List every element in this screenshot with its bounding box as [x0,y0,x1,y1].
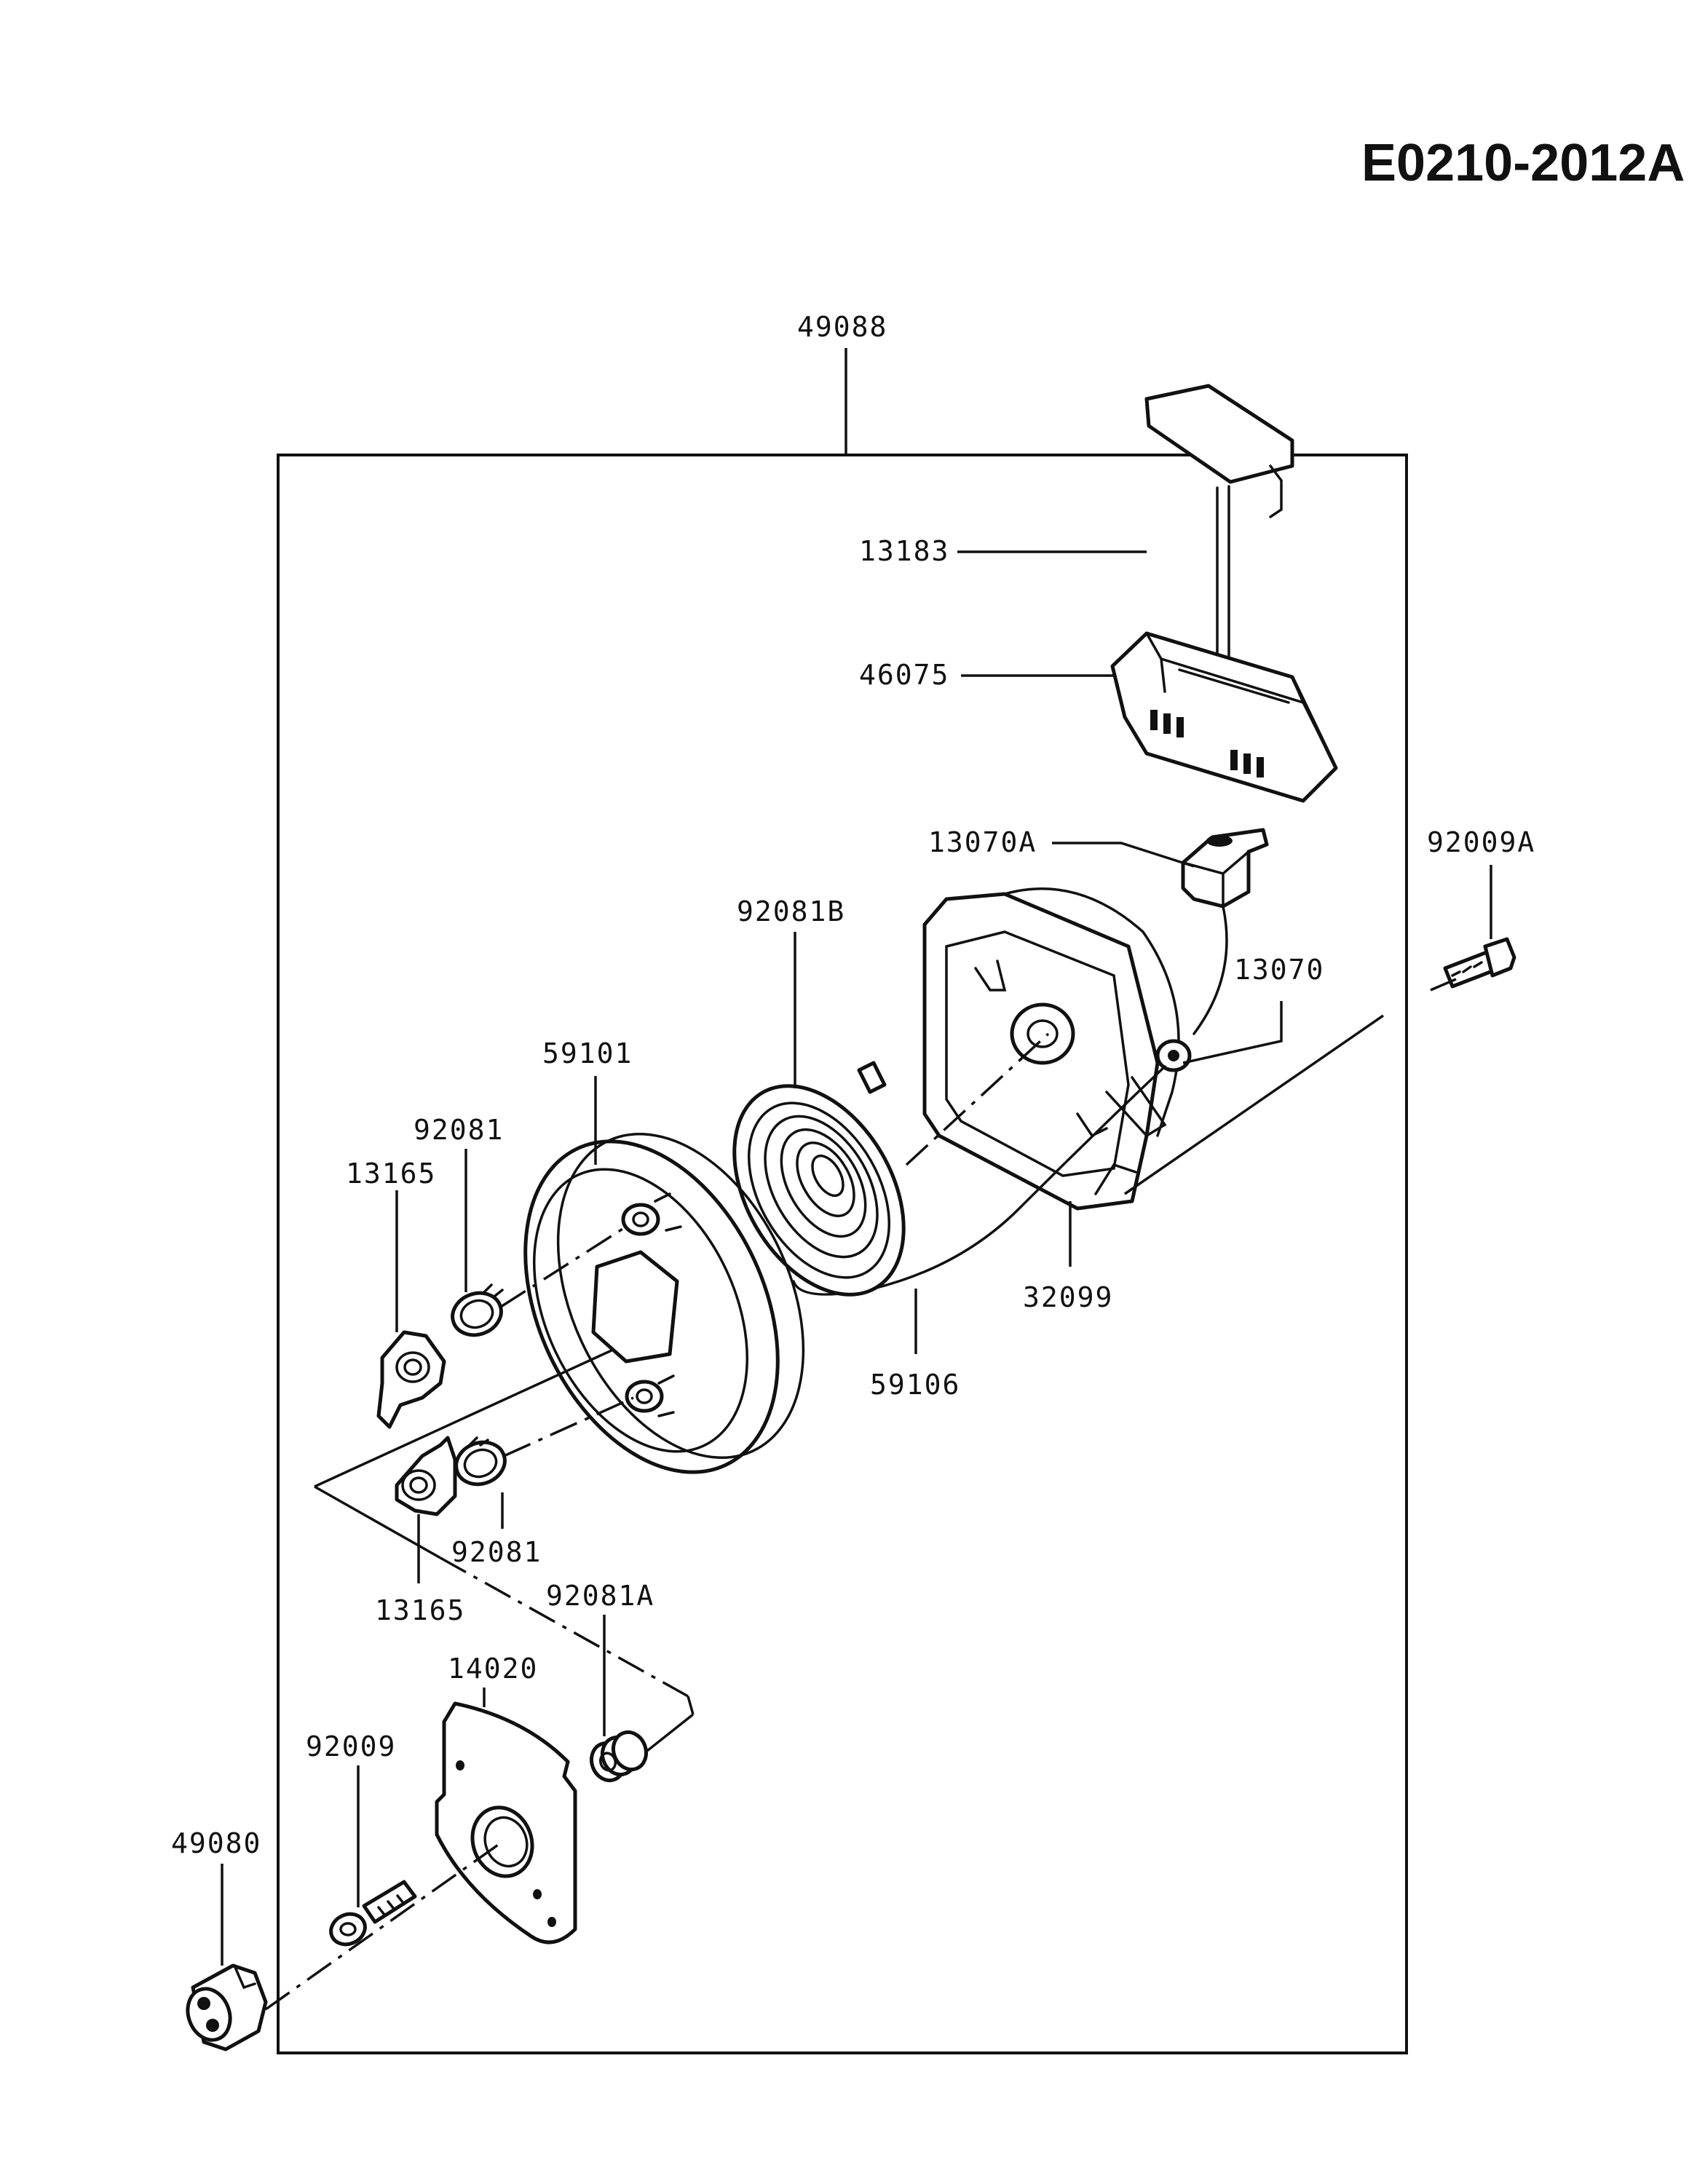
label-spiral-spring: 92081B [737,895,845,927]
label-rope-guide-a: 13070A [928,826,1037,858]
spring-a-part [589,1730,649,1783]
assembly-frame [277,454,1408,2054]
label-rope-guide: 13070 [1234,954,1324,986]
reel-part [523,1133,805,1474]
pawl-2-part [395,1436,457,1516]
leader-rope-guide [1182,1001,1283,1064]
label-pulley: 49080 [171,1827,261,1859]
label-reel: 59101 [542,1037,633,1069]
label-assembly: 49088 [797,311,887,343]
label-bolt: 92009 [306,1730,396,1762]
label-pawl-spring-2: 92081 [451,1536,542,1568]
grip-insert-part [1144,384,1294,686]
pulley-part [186,1963,268,2052]
label-spring-a: 92081A [546,1580,654,1612]
handle-part [1110,631,1338,803]
bolt-a-part [1443,937,1516,989]
bolt-part [329,1880,417,1947]
label-pawl-1: 13165 [346,1158,436,1190]
label-plate: 14020 [448,1653,538,1685]
leader-rope-guide-a [1052,842,1195,868]
plate-part [435,1701,577,1944]
label-bolt-a: 92009A [1427,826,1535,858]
diagram-code: E0210-2012A [1361,134,1685,192]
label-handle: 46075 [859,659,949,691]
rope-upper [1192,905,1228,1035]
pawl-spring-1-part [451,1283,504,1337]
pawl-1-part [376,1330,446,1429]
label-starter-case: 32099 [1023,1281,1113,1313]
rope-guide-a-part [1181,828,1269,909]
label-pawl-spring-1: 92081 [414,1114,504,1146]
label-pawl-2: 13165 [375,1594,465,1626]
pawl-spring-2-part [454,1436,507,1487]
label-grip-insert: 13183 [859,535,949,567]
starter-case-part [922,887,1192,1211]
label-rope: 59106 [870,1369,960,1401]
